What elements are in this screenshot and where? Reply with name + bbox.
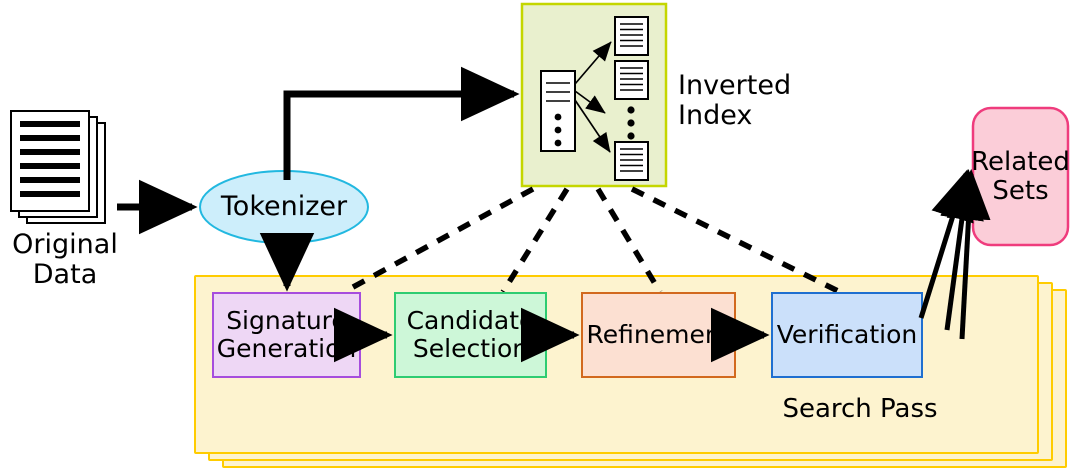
inverted-index-posting-doc-2: [614, 60, 649, 100]
inverted-index-panel: [520, 2, 668, 188]
inverted-index-posting-doc-3: [614, 141, 649, 181]
verification-to-related-sets-arrows: [918, 169, 991, 340]
inverted-index-posting-doc-1: [614, 16, 649, 56]
inverted-index-posting-dots: [627, 106, 635, 140]
dashed-link-to-refinement: [595, 187, 663, 294]
arrow-related-sets-3: [946, 169, 991, 340]
inverted-index-dashed-links: [342, 186, 842, 295]
related-sets-box: [971, 106, 1070, 247]
inverted-index-fanout-arrows: [574, 41, 612, 153]
dashed-link-to-candidate-selection: [500, 187, 570, 294]
arrow-tokenizer-to-inverted-index: [283, 66, 520, 180]
pipeline-arrows: [117, 66, 770, 363]
candidate-selection-box: [394, 292, 547, 378]
tokenizer-ellipse: [199, 170, 369, 244]
inverted-index-term-list: [540, 70, 576, 152]
original-data-doc-lines: [20, 121, 80, 197]
refinement-box: [581, 292, 736, 378]
original-data-doc-stack: [10, 110, 106, 224]
signature-generation-box: [212, 292, 361, 378]
dashed-link-to-verification: [630, 186, 842, 295]
verification-box: [771, 292, 923, 378]
dashed-link-to-signature-generation: [342, 186, 535, 295]
